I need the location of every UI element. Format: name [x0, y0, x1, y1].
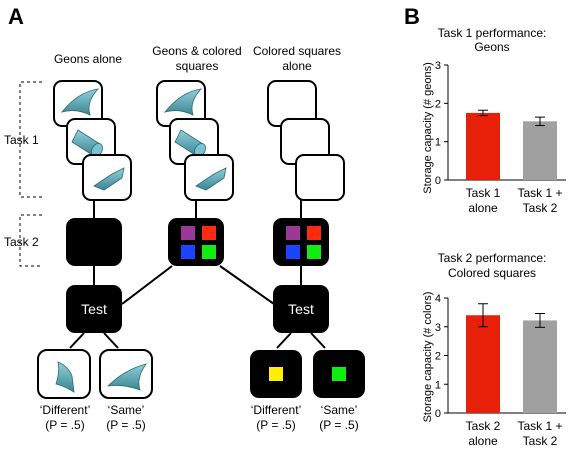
chart-title-line2: Colored squares [448, 266, 536, 280]
y-tick-label: 3 [435, 322, 441, 334]
color-array-card-right [273, 218, 329, 266]
bar [466, 112, 500, 180]
red-square [202, 226, 216, 240]
green-square [332, 367, 346, 381]
chart-task2-colors: Task 2 performance: Colored squares Stor… [422, 251, 566, 448]
x-category-label: Task 2 [523, 201, 558, 215]
x-category-label: alone [468, 434, 498, 448]
y-tick-label: 4 [435, 293, 441, 305]
right-different-label: ‘Different’ [251, 403, 301, 417]
color-array-card-mid [168, 218, 224, 266]
y-tick-label: 1 [435, 137, 441, 149]
test-label-left: Test [81, 301, 107, 317]
x-category-label: Task 1 [466, 186, 501, 200]
left-same-prob: (P = .5) [106, 418, 145, 432]
test-label-right: Test [288, 301, 314, 317]
wedge-geon-icon [195, 167, 227, 191]
bar [466, 315, 500, 413]
task2-bracket [19, 214, 42, 267]
horn-geon-icon [106, 363, 147, 391]
x-category-label: Task 1 + [517, 186, 562, 200]
right-different-prob: (P = .5) [256, 418, 295, 432]
purple-square [181, 226, 195, 240]
panel-b-label: B [404, 4, 420, 29]
left-different-label: ‘Different’ [40, 403, 90, 417]
probe-same-geon [99, 349, 153, 399]
right-same-prob: (P = .5) [319, 418, 358, 432]
probe-different-color [250, 350, 302, 398]
x-category-label: alone [468, 201, 498, 215]
x-category-label: Task 2 [523, 434, 558, 448]
x-category-label: Task 2 [466, 419, 501, 433]
geon-card-6 [184, 154, 234, 201]
geon-card-2 [66, 118, 116, 165]
col2-title-line1: Geons & colored [152, 44, 241, 58]
geon-card-5 [169, 118, 219, 165]
flow-connectors [69, 196, 326, 349]
geon-card-1 [53, 80, 103, 127]
blue-square [181, 245, 195, 259]
red-square [307, 226, 321, 240]
curved-geon-icon [55, 361, 75, 393]
right-same-label: ‘Same’ [321, 403, 358, 417]
panel-b: B Task 1 performance: Geons Storage capa… [404, 4, 566, 448]
col2-title-line2: squares [176, 59, 219, 73]
y-tick-label: 2 [435, 351, 441, 363]
test-box-left: Test [66, 285, 122, 333]
col1-title: Geons alone [54, 52, 122, 66]
chart-task1-geons: Task 1 performance: Geons Storage capaci… [422, 26, 566, 215]
geon-card-4 [156, 80, 206, 127]
chart-title-line2: Geons [474, 40, 509, 54]
x-category-label: Task 1 + [517, 419, 562, 433]
green-square [202, 245, 216, 259]
bar [523, 320, 557, 413]
chart-title-line1: Task 2 performance: [438, 251, 547, 265]
horn-geon-icon [163, 88, 203, 116]
green-square [307, 245, 321, 259]
panel-a-label: A [8, 4, 24, 29]
probe-same-color [313, 350, 365, 398]
y-tick-label: 1 [435, 379, 441, 391]
left-same-label: ‘Same’ [108, 403, 145, 417]
task1-label: Task 1 [4, 133, 39, 147]
y-axis-label: Storage capacity (# colors) [422, 292, 434, 423]
bar [523, 121, 557, 180]
geon-card-3 [82, 154, 132, 201]
col3-title-line1: Colored squares [253, 44, 341, 58]
yellow-square [269, 367, 283, 381]
y-tick-label: 2 [435, 98, 441, 110]
blank-task2-card [66, 218, 122, 266]
blue-square [286, 245, 300, 259]
horn-geon-icon [60, 88, 100, 116]
empty-card-3 [295, 154, 345, 201]
col3-title-line2: alone [282, 59, 312, 73]
panel-a: A Geons alone Geons & colored squares Co… [4, 4, 365, 432]
chart-title-line1: Task 1 performance: [438, 26, 547, 40]
wedge-geon-icon [93, 167, 125, 191]
task2-label: Task 2 [4, 235, 39, 249]
y-tick-label: 0 [435, 408, 441, 420]
probe-different-geon [37, 349, 91, 399]
y-tick-label: 3 [435, 60, 441, 72]
test-box-right: Test [273, 285, 329, 333]
y-tick-label: 0 [435, 175, 441, 187]
task1-bracket [19, 81, 42, 198]
purple-square [286, 226, 300, 240]
y-axis-label: Storage capacity (# geons) [422, 62, 434, 193]
left-different-prob: (P = .5) [45, 418, 84, 432]
